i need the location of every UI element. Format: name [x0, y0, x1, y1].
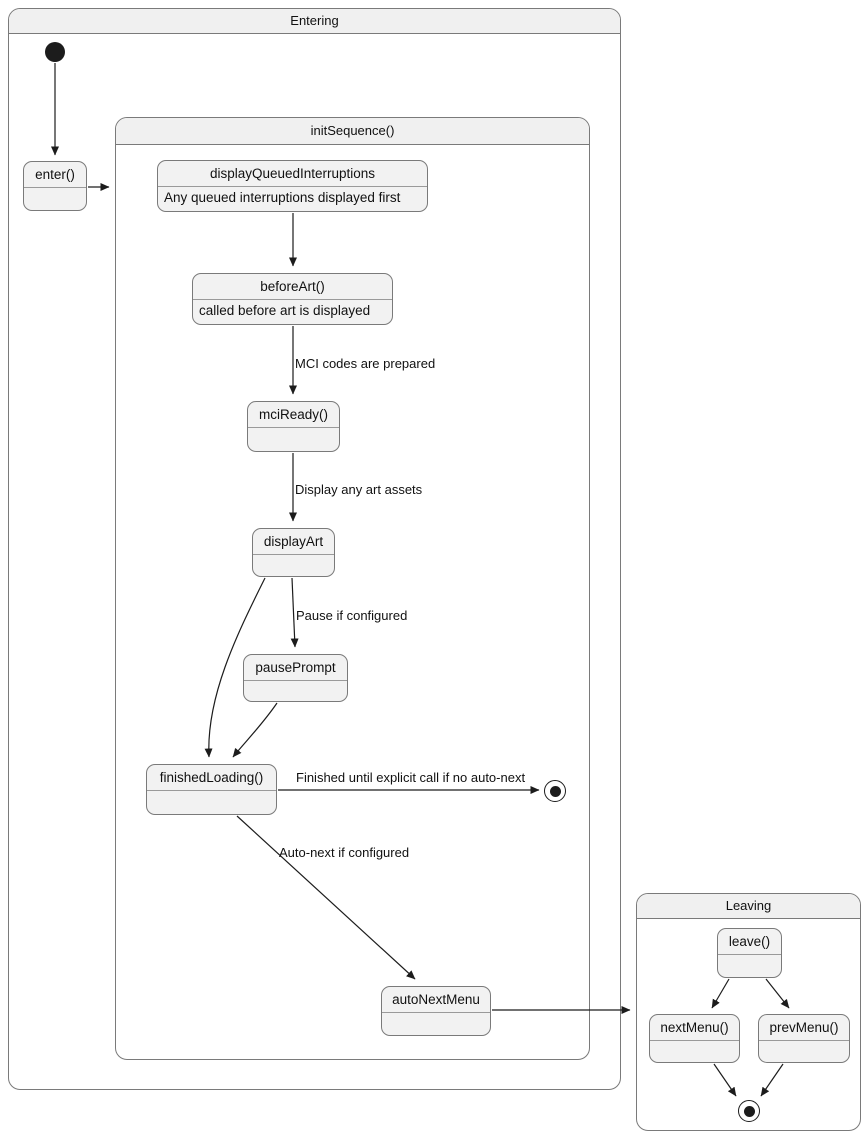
- state-prev-menu-body: [759, 1041, 849, 1062]
- state-finished-loading: finishedLoading(): [146, 764, 277, 815]
- state-next-menu: nextMenu(): [649, 1014, 740, 1063]
- final-state-inner-dot: [743, 1105, 755, 1117]
- final-state-leaving: [738, 1100, 760, 1122]
- state-mci-ready-title: mciReady(): [248, 402, 339, 428]
- state-next-menu-body: [650, 1041, 739, 1062]
- composite-state-init-sequence-title: initSequence(): [116, 118, 589, 145]
- state-display-art: displayArt: [252, 528, 335, 577]
- state-auto-next-menu: autoNextMenu: [381, 986, 491, 1036]
- initial-state-dot: [45, 42, 65, 62]
- transition-label-auto-next-if-configured: Auto-next if configured: [279, 845, 410, 860]
- composite-state-leaving: Leaving: [636, 893, 861, 1131]
- composite-state-leaving-title: Leaving: [637, 894, 860, 919]
- composite-state-entering: Entering: [8, 8, 621, 1090]
- state-before-art: beforeArt() called before art is display…: [192, 273, 393, 325]
- state-prev-menu-title: prevMenu(): [759, 1015, 849, 1041]
- state-mci-ready-body: [248, 428, 339, 451]
- state-display-queued-interruptions-title: displayQueuedInterruptions: [158, 161, 427, 187]
- state-auto-next-menu-body: [382, 1013, 490, 1035]
- state-pause-prompt: pausePrompt: [243, 654, 348, 702]
- state-finished-loading-title: finishedLoading(): [147, 765, 276, 791]
- final-state-init-sequence: [544, 780, 566, 802]
- transition-label-display-any-art-assets: Display any art assets: [295, 482, 423, 497]
- state-enter: enter(): [23, 161, 87, 211]
- composite-state-entering-title: Entering: [9, 9, 620, 34]
- state-leave: leave(): [717, 928, 782, 978]
- state-prev-menu: prevMenu(): [758, 1014, 850, 1063]
- state-pause-prompt-body: [244, 681, 347, 701]
- state-display-art-body: [253, 555, 334, 576]
- state-enter-body: [24, 188, 86, 210]
- state-leave-title: leave(): [718, 929, 781, 955]
- state-before-art-title: beforeArt(): [193, 274, 392, 300]
- state-display-queued-interruptions-description: Any queued interruptions displayed first: [164, 190, 401, 205]
- transition-label-mci-codes-prepared: MCI codes are prepared: [295, 356, 436, 371]
- state-enter-title: enter(): [24, 162, 86, 188]
- state-display-art-title: displayArt: [253, 529, 334, 555]
- state-mci-ready: mciReady(): [247, 401, 340, 452]
- final-state-inner-dot: [549, 785, 561, 797]
- composite-state-init-sequence: initSequence(): [115, 117, 590, 1060]
- transition-label-pause-if-configured: Pause if configured: [296, 608, 408, 623]
- state-next-menu-title: nextMenu(): [650, 1015, 739, 1041]
- state-pause-prompt-title: pausePrompt: [244, 655, 347, 681]
- state-display-queued-interruptions: displayQueuedInterruptions Any queued in…: [157, 160, 428, 212]
- state-before-art-description: called before art is displayed: [199, 303, 371, 318]
- state-leave-body: [718, 955, 781, 977]
- state-finished-loading-body: [147, 791, 276, 814]
- state-auto-next-menu-title: autoNextMenu: [382, 987, 490, 1013]
- transition-label-finished-until-explicit: Finished until explicit call if no auto-…: [296, 770, 526, 785]
